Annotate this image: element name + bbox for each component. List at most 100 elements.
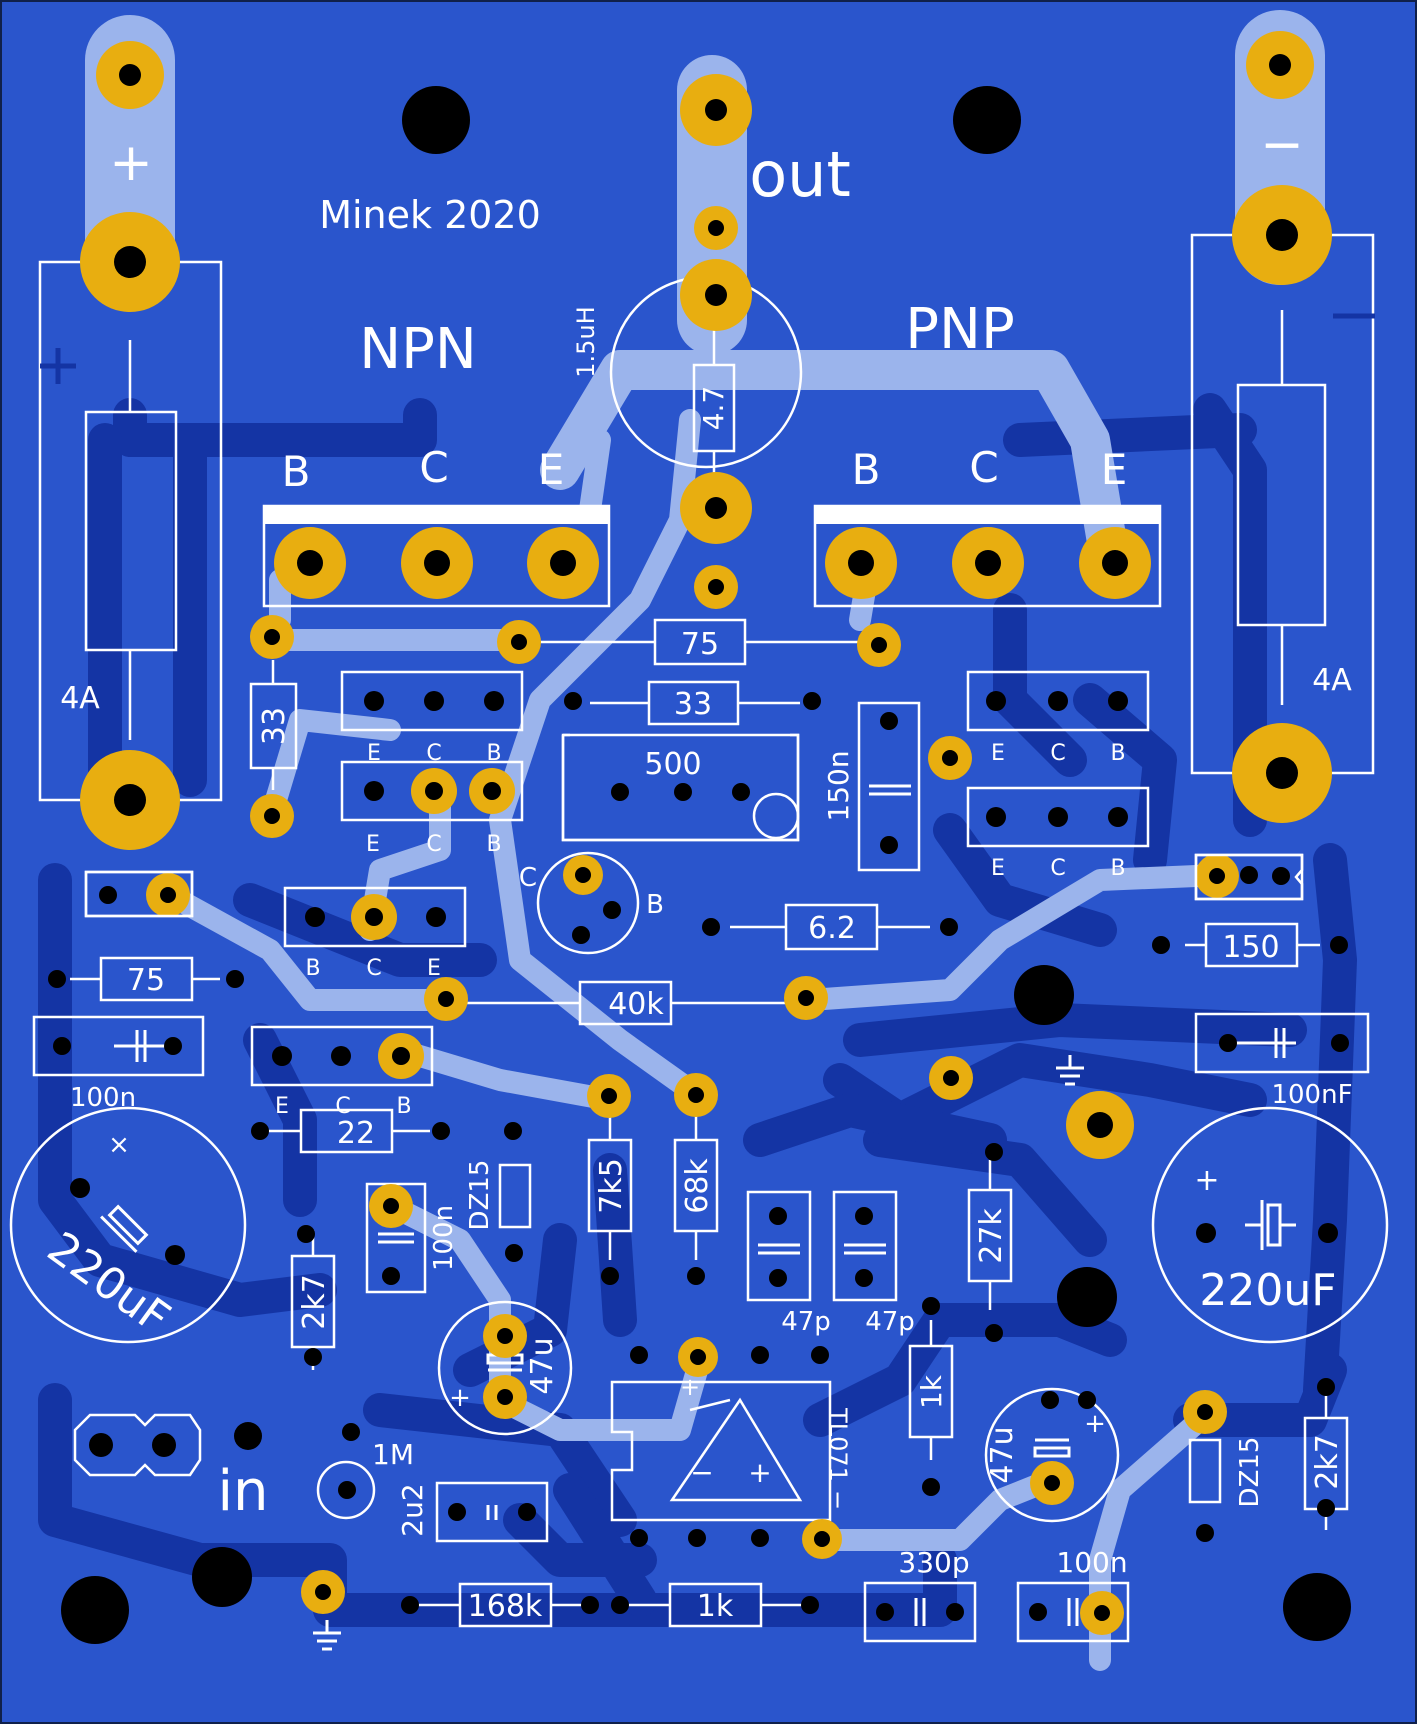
cap-47u-right-outline: [984, 1387, 1120, 1523]
r-6-2-label: 6.2: [808, 911, 856, 946]
r-40k-label: 40k: [608, 987, 664, 1022]
r-150-label: 150: [1222, 930, 1279, 965]
npn-e-label: E: [538, 445, 565, 494]
plus-mark-47u-left: +: [449, 1383, 471, 1413]
q-label: C: [335, 1094, 350, 1119]
mounting-hole: [192, 1547, 252, 1607]
output-label: out: [749, 138, 851, 211]
credit-label: Minek 2020: [319, 193, 541, 237]
mounting-hole: [1283, 1573, 1351, 1641]
plus-label: +: [109, 133, 153, 193]
cap-100n-vert-label: 100n: [429, 1205, 459, 1271]
r-68k-label: 68k: [680, 1158, 715, 1214]
fuse-left-label: 4A: [60, 681, 100, 716]
mounting-holes: [61, 86, 1351, 1644]
q-label: B: [486, 741, 501, 766]
copper-traces-dark: [38, 393, 1357, 1627]
cap-47p-left-label: 47p: [781, 1307, 831, 1337]
plus-mark-right: +: [1194, 1163, 1219, 1198]
q-label: E: [991, 741, 1005, 766]
mounting-hole: [1057, 1267, 1117, 1327]
q-label: E: [991, 856, 1005, 881]
r-27k-label: 27k: [974, 1208, 1009, 1264]
cap-220uF-right-label: 220uF: [1199, 1265, 1336, 1316]
r-22-label: 22: [337, 1116, 375, 1151]
ground-icon: [313, 1620, 341, 1651]
q-label: C: [426, 832, 441, 857]
q-label: B: [1110, 856, 1125, 881]
cap-47p-right-label: 47p: [865, 1307, 915, 1337]
pnp-e-label: E: [1101, 445, 1128, 494]
driver-c-label: C: [519, 863, 537, 893]
pnp-tab: [815, 506, 1160, 524]
x-mark: ×: [108, 1130, 130, 1160]
r-168k-label: 168k: [468, 1589, 543, 1624]
cap-100n-bottom-label: 100n: [1056, 1546, 1127, 1579]
fuse-right-label: 4A: [1312, 663, 1352, 698]
plus-mark-47u-right: +: [1084, 1409, 1106, 1439]
cap-330p-label: 330p: [898, 1546, 969, 1579]
r-1k-vert-label: 1k: [915, 1374, 948, 1409]
input-connector-outline: [73, 1413, 202, 1477]
opamp-minus: −: [690, 1456, 713, 1489]
npn-c-label: C: [419, 443, 448, 492]
zener-left-label: DZ15: [465, 1160, 495, 1231]
r-2k7-right-label: 2k7: [1310, 1434, 1345, 1490]
mounting-hole: [61, 1576, 129, 1644]
npn-b-label: B: [282, 447, 311, 496]
cap-220uF-right-outline: [1151, 1106, 1389, 1344]
r-75-top-label: 75: [681, 627, 719, 662]
ground-icon: [1056, 1055, 1084, 1086]
pnp-c-label: C: [969, 443, 998, 492]
power-transistors: [262, 504, 1162, 608]
q-label: C: [426, 741, 441, 766]
ground-symbols: [313, 1055, 1084, 1651]
cap-47u-left-label: 47u: [525, 1337, 560, 1394]
cap-100n-left-label: 100n: [70, 1083, 136, 1113]
minus-label: −: [1260, 115, 1304, 175]
cap-220uF-left-outline: [9, 1106, 247, 1344]
polarity-marks: [40, 313, 1375, 384]
r-75-left-label: 75: [127, 963, 165, 998]
trimmer-500-label: 500: [644, 747, 701, 782]
q-label: B: [305, 956, 320, 981]
q-label: B: [486, 832, 501, 857]
driver-transistor-outline: [536, 851, 640, 955]
cap-100nF-right-label: 100nF: [1271, 1080, 1352, 1110]
r-2k7-left-label: 2k7: [297, 1274, 332, 1330]
opamp-outline: [610, 1380, 832, 1522]
r-1M-label: 1M: [372, 1438, 414, 1471]
r-33-mid-label: 33: [674, 687, 712, 722]
q-label: E: [366, 832, 380, 857]
opamp-plus: +: [748, 1456, 771, 1489]
cap-47u-left-outline: [437, 1300, 573, 1436]
cap-2u2-label: 2u2: [396, 1483, 429, 1536]
q-label: B: [1110, 741, 1125, 766]
driver-b-label: B: [646, 890, 664, 920]
mounting-hole: [402, 86, 470, 154]
r-33-vert-label: 33: [257, 707, 292, 745]
r-7k5-label: 7k5: [594, 1158, 629, 1214]
q-label: C: [1050, 856, 1065, 881]
drill-holes: [48, 54, 1349, 1621]
q-label: C: [366, 956, 381, 981]
mounting-hole: [1014, 965, 1074, 1025]
q-label: B: [396, 1094, 411, 1119]
opamp-minus-side: −: [824, 1490, 852, 1510]
q-label: E: [275, 1094, 289, 1119]
q-label: E: [427, 956, 441, 981]
cap-47u-right-label: 47u: [985, 1426, 1020, 1483]
r-1k-label: 1k: [697, 1589, 734, 1624]
zener-right-label: DZ15: [1235, 1437, 1265, 1508]
opamp-label: TL071: [824, 1407, 852, 1482]
input-label: in: [217, 1459, 268, 1524]
mounting-hole: [953, 86, 1021, 154]
opamp-plus-top: +: [680, 1373, 700, 1401]
inductor-label: 1.5uH: [572, 306, 600, 377]
pnp-b-label: B: [852, 445, 881, 494]
cap-symbols: [100, 784, 1296, 1626]
npn-tab: [264, 506, 609, 524]
r-4-7-label: 4.7: [697, 386, 730, 431]
npn-label: NPN: [359, 317, 477, 382]
